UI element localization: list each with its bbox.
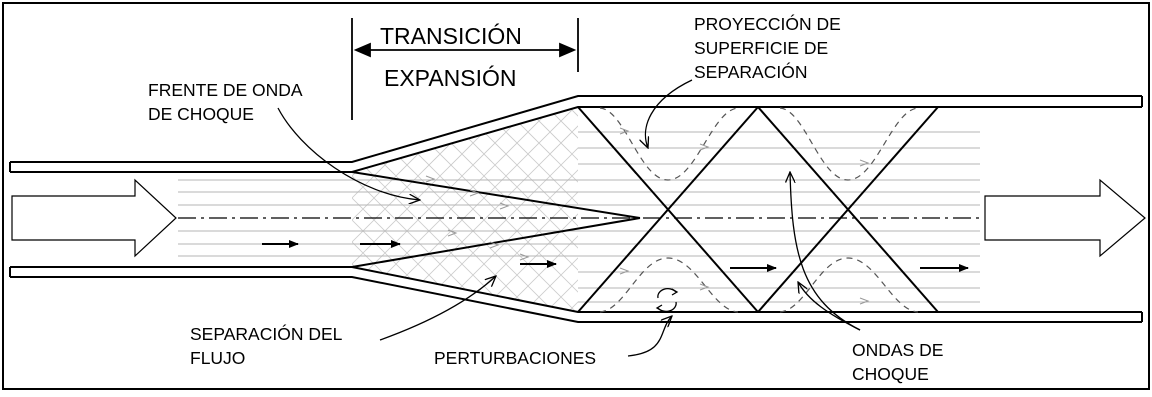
label-frente-line2: DE CHOQUE: [148, 104, 254, 124]
label-proyeccion-line2: SUPERFICIE DE: [694, 38, 828, 58]
shock-front-wedge: [351, 171, 641, 268]
label-ondas-line1: ONDAS DE: [852, 340, 943, 360]
leader-lines: [277, 79, 861, 357]
frame-border: [2, 2, 1150, 390]
upper-separation-hatch: [352, 107, 578, 180]
inlet-arrow-icon: [11, 178, 177, 258]
label-separacion-line1: SEPARACIÓN DEL: [190, 323, 343, 344]
transition-dimension: [351, 18, 579, 120]
separation-surface-projection: [599, 107, 919, 313]
label-ondas-line2: CHOQUE: [852, 364, 929, 384]
label-perturbaciones: PERTURBACIONES: [434, 348, 596, 368]
label-frente-line1: FRENTE DE ONDA: [148, 80, 303, 100]
label-expansion: EXPANSIÓN: [384, 65, 517, 91]
label-proyeccion-line1: PROYECCIÓN DE: [694, 13, 841, 34]
streamline-ticks: [425, 127, 870, 305]
vortex-icon: [655, 287, 679, 313]
label-transicion: TRANSICIÓN: [380, 23, 522, 49]
label-proyeccion-line3: SEPARACIÓN: [694, 61, 807, 82]
label-separacion-line2: FLUJO: [190, 348, 245, 368]
crossing-shock-waves: [577, 106, 939, 313]
flow-arrows: [262, 240, 969, 272]
outlet-arrow-icon: [984, 178, 1146, 258]
